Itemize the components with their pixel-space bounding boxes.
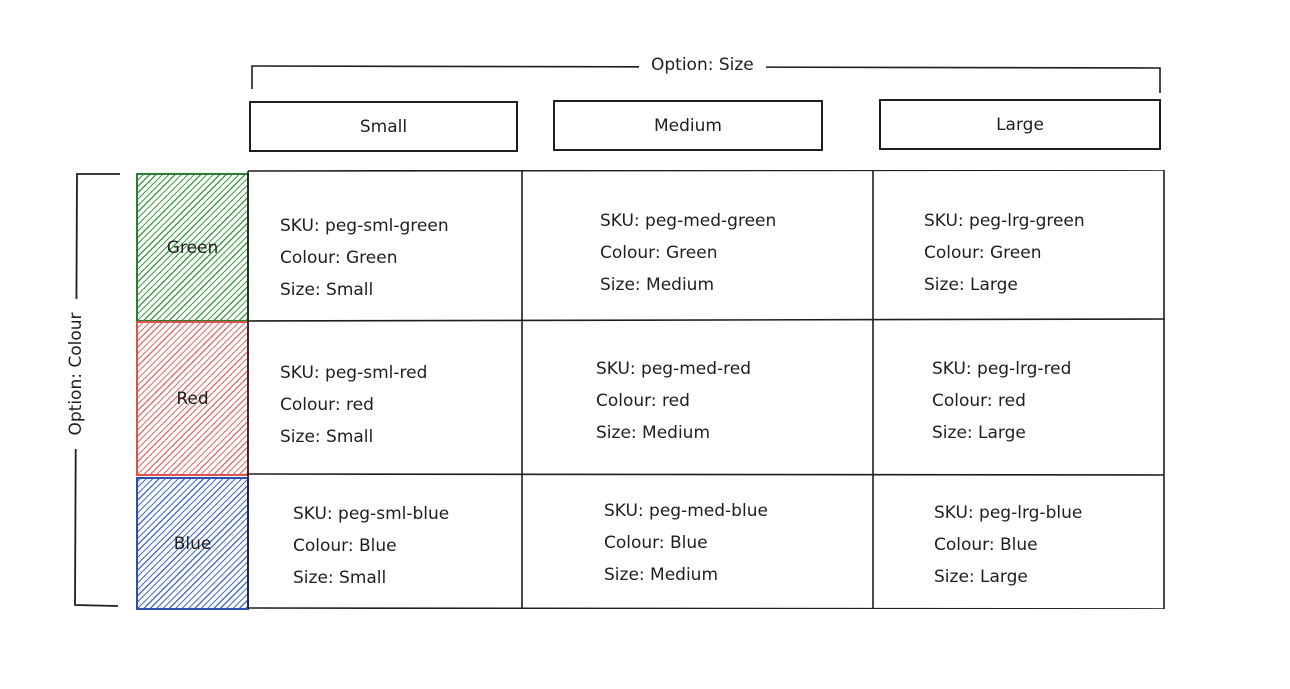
variant-size-text: Size: Large: [932, 423, 1026, 443]
size-header-large: Large: [879, 99, 1161, 150]
variant-sku-text: SKU: peg-lrg-blue: [934, 503, 1083, 523]
variant-sku-text: SKU: peg-med-red: [596, 359, 752, 379]
variant-size-text: Size: Large: [924, 275, 1018, 295]
size-header-medium: Medium: [553, 100, 823, 151]
swatch-label: Blue: [173, 533, 212, 554]
variant-size-text: Size: Small: [293, 568, 387, 588]
colour-option-label: Option: Colour: [66, 299, 86, 449]
variant-colour-text: Colour: red: [280, 395, 374, 415]
variant-size-text: Size: Medium: [596, 423, 711, 443]
variant-sku-text: SKU: peg-sml-green: [280, 216, 449, 236]
variant-sku-text: SKU: peg-med-blue: [604, 501, 768, 521]
variant-size-text: Size: Medium: [600, 275, 715, 295]
variant-size-text: Size: Medium: [604, 565, 719, 585]
swatch-green: Green: [136, 173, 249, 322]
variant-sku-text: SKU: peg-sml-blue: [293, 504, 450, 524]
swatch-red: Red: [136, 321, 249, 476]
variant-colour-text: Colour: red: [932, 391, 1026, 411]
size-header-small: Small: [249, 101, 518, 152]
swatch-blue: Blue: [136, 477, 249, 610]
variant-colour-text: Colour: Blue: [934, 535, 1038, 555]
variant-sku-text: SKU: peg-sml-red: [280, 363, 428, 383]
variant-colour-text: Colour: Green: [924, 243, 1042, 263]
size-option-bracket: Option: Size: [251, 55, 1161, 93]
variant-colour-text: Colour: Green: [600, 243, 718, 263]
swatch-label: Red: [176, 388, 209, 409]
variant-sku-text: SKU: peg-med-green: [600, 211, 777, 231]
colour-option-bracket: Option: Colour: [66, 172, 122, 608]
variant-colour-text: Colour: Green: [280, 248, 398, 268]
swatch-label: Green: [166, 237, 219, 258]
variant-colour-text: Colour: Blue: [293, 536, 397, 556]
variant-size-text: Size: Small: [280, 427, 374, 447]
variant-colour-text: Colour: Blue: [604, 533, 708, 553]
variant-size-text: Size: Small: [280, 280, 374, 300]
variant-sku-text: SKU: peg-lrg-red: [932, 359, 1072, 379]
colour-option-label-wrap: Option: Colour: [66, 299, 86, 452]
grid-lines: [247, 170, 1165, 609]
size-option-label: Option: Size: [639, 55, 766, 75]
variant-sku-text: SKU: peg-lrg-green: [924, 211, 1085, 231]
variant-colour-text: Colour: red: [596, 391, 690, 411]
variant-size-text: Size: Large: [934, 567, 1028, 587]
